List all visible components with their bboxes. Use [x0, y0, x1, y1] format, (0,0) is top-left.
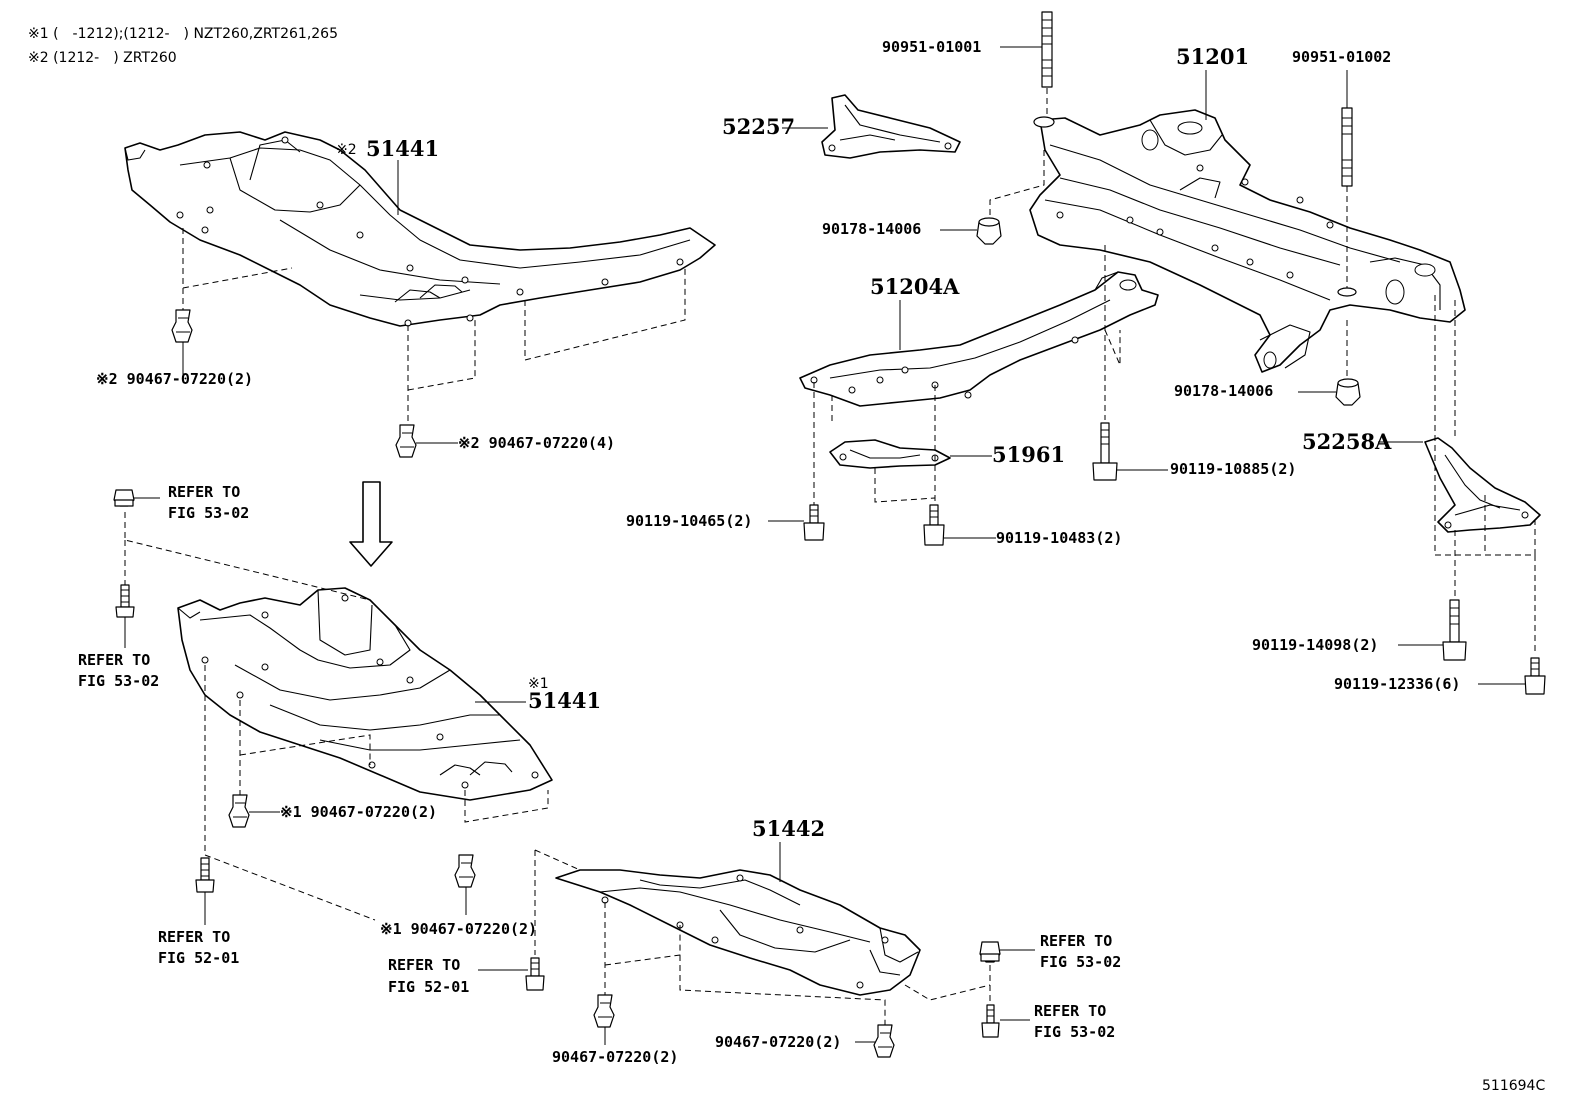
crossmember-51201	[1029, 109, 1466, 373]
refer-line2: FIG 53-02	[78, 672, 159, 690]
callout-90951-01002: 90951-01002	[1292, 48, 1391, 66]
clip-fastener-icon	[228, 794, 250, 828]
label-52258A: 52258A	[1302, 429, 1392, 454]
under-cover-51442	[555, 869, 921, 996]
bolt-fastener-icon	[1442, 599, 1467, 661]
figure-id: 511694C	[1482, 1078, 1545, 1094]
stud-fastener-icon	[1041, 11, 1053, 88]
refer-line2: FIG 52-01	[388, 978, 469, 996]
callout-clip-51442-b: 90467-07220(2)	[715, 1033, 841, 1051]
refer-line2: FIG 52-01	[158, 949, 239, 967]
callout-90178-14006-b: 90178-14006	[1174, 382, 1273, 400]
label-51441-lower: 51441	[528, 688, 601, 713]
clip-fastener-icon	[873, 1024, 895, 1058]
callout-90119-10465: 90119-10465(2)	[626, 512, 752, 530]
mark-51441-upper: ※2	[336, 142, 357, 158]
refer-line1: REFER TO	[78, 651, 150, 669]
refer-line1: REFER TO	[1040, 932, 1112, 950]
bolt-fastener-icon	[525, 957, 545, 991]
note-2: ※2 (1212- ) ZRT260	[28, 50, 177, 66]
callout-clip-upper-2: ※2 90467-07220(2)	[96, 370, 253, 388]
clip-fastener-icon	[171, 309, 193, 343]
under-cover-51441-upper	[124, 131, 716, 327]
label-51201: 51201	[1176, 44, 1249, 69]
bolt-fastener-icon	[981, 1004, 1000, 1038]
mark-51441-lower: ※1	[528, 676, 549, 692]
clip-fastener-icon	[593, 994, 615, 1028]
label-51442: 51442	[752, 816, 825, 841]
refer-line2: FIG 53-02	[1040, 953, 1121, 971]
callout-90119-12336: 90119-12336(6)	[1334, 675, 1460, 693]
down-arrow-icon	[349, 481, 393, 567]
callout-clip-lower-a: ※1 90467-07220(2)	[280, 803, 437, 821]
refer-line1: REFER TO	[388, 956, 460, 974]
label-51441-upper: 51441	[366, 136, 439, 161]
nut-fastener-icon	[113, 489, 135, 507]
refer-line2: FIG 53-02	[1034, 1023, 1115, 1041]
clip-fastener-icon	[454, 854, 476, 888]
nut-fastener-icon	[1335, 378, 1361, 406]
refer-line1: REFER TO	[158, 928, 230, 946]
bolt-fastener-icon	[803, 504, 825, 541]
callout-clip-51442-a: 90467-07220(2)	[552, 1048, 678, 1066]
callout-90178-14006-a: 90178-14006	[822, 220, 921, 238]
nut-fastener-icon	[976, 217, 1002, 245]
callout-90119-10885: 90119-10885(2)	[1170, 460, 1296, 478]
stud-fastener-icon	[1341, 107, 1353, 187]
plate-51961	[829, 439, 951, 469]
callout-clip-lower-b: ※1 90467-07220(2)	[380, 920, 537, 938]
brace-51204A	[799, 271, 1159, 407]
bolt-fastener-icon	[195, 857, 215, 893]
label-52257: 52257	[722, 114, 795, 139]
clip-fastener-icon	[395, 424, 417, 458]
bolt-fastener-icon	[115, 584, 135, 618]
callout-90119-14098: 90119-14098(2)	[1252, 636, 1378, 654]
bolt-fastener-icon	[1092, 422, 1118, 481]
bolt-fastener-icon	[923, 504, 945, 546]
bolt-fastener-icon	[1524, 657, 1546, 695]
refer-line1: REFER TO	[168, 483, 240, 501]
bracket-52258A	[1424, 437, 1541, 533]
refer-line1: REFER TO	[1034, 1002, 1106, 1020]
label-51961: 51961	[992, 442, 1065, 467]
callout-clip-upper-4: ※2 90467-07220(4)	[458, 434, 615, 452]
label-51204A: 51204A	[870, 274, 960, 299]
refer-line2: FIG 53-02	[168, 504, 249, 522]
under-cover-51441-lower	[177, 587, 553, 801]
callout-90951-01001: 90951-01001	[882, 38, 981, 56]
bracket-52257	[821, 94, 961, 159]
callout-90119-10483: 90119-10483(2)	[996, 529, 1122, 547]
nut-fastener-icon	[979, 941, 1001, 963]
note-1: ※1 ( -1212);(1212- ) NZT260,ZRT261,265	[28, 26, 338, 42]
